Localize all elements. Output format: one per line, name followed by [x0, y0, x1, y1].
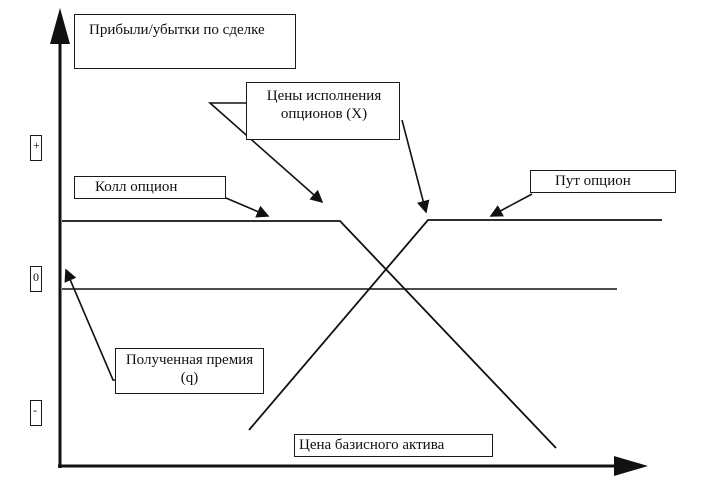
x-axis-title-box: Цена базисного актива — [294, 434, 493, 457]
y-tick-minus: - — [30, 400, 42, 426]
x-axis-arrowhead — [614, 456, 648, 476]
premium-label: Полученная премия (q) — [125, 352, 254, 386]
strike-pointer-left — [207, 102, 324, 204]
strike-prices-label: Цены исполнения опционов (X) — [266, 88, 382, 122]
y-axis-title-box: Прибыли/убытки по сделке — [74, 14, 296, 69]
put-payoff-line — [248, 219, 662, 431]
call-payoff-line — [62, 220, 557, 449]
y-tick-plus: + — [30, 135, 42, 161]
call-option-box: Колл опцион — [74, 176, 226, 199]
strike-pointer-right — [401, 119, 430, 214]
call-label-pointer — [225, 197, 270, 218]
y-tick-zero: 0 — [30, 266, 42, 292]
put-label-pointer — [489, 193, 533, 217]
call-option-label: Колл опцион — [95, 179, 178, 195]
put-option-label: Пут опцион — [555, 173, 631, 189]
x-axis-title: Цена базисного актива — [299, 437, 445, 453]
y-axis-arrowhead — [50, 8, 70, 44]
strike-prices-box: Цены исполнения опционов (X) — [246, 82, 400, 140]
put-option-box: Пут опцион — [530, 170, 676, 193]
premium-box: Полученная премия (q) — [115, 348, 264, 394]
y-axis-title: Прибыли/убытки по сделке — [89, 22, 265, 38]
